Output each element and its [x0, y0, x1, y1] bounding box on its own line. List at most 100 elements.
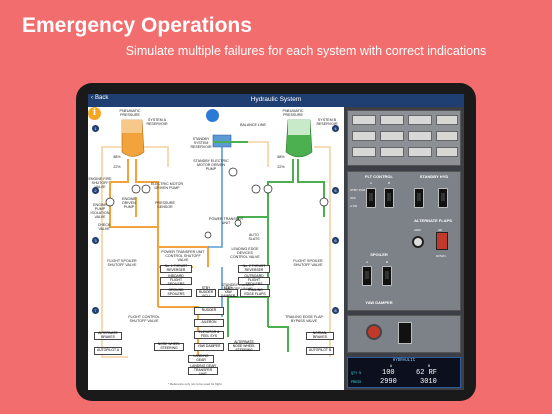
reservoir-a-air — [122, 120, 142, 133]
power-transfer-label: POWER TRANSFER UNIT — [209, 217, 243, 226]
aileron-box[interactable]: AILERON — [194, 319, 224, 327]
back-label: Back — [95, 95, 109, 101]
no1-thrust-reverser-box[interactable]: No. 1 THRUST REVERSER — [160, 264, 192, 273]
autopilot-b-box[interactable]: AUTOPILOT B — [306, 347, 334, 355]
annunciator-panel — [347, 110, 461, 166]
info-icon[interactable]: i — [88, 107, 101, 120]
callout-3[interactable]: 3 — [92, 237, 99, 244]
hydraulic-display: HYDRAULIC A B QTY % 100 62 RF PRESS 2990… — [347, 357, 461, 388]
callout-5[interactable]: 5 — [332, 187, 339, 194]
system-overview-icon[interactable] — [206, 109, 219, 122]
sys-a-reservoir-label: SYSTEM A RESERVOIR — [146, 118, 168, 127]
flight-spoiler-left-label: FLIGHT SPOILER SHUTOFF VALVE — [107, 259, 137, 268]
annunciator-light — [408, 131, 432, 141]
alt-flaps-title: ALTERNATE FLAPS — [414, 218, 452, 223]
spoiler-a-switch[interactable] — [362, 266, 372, 286]
alt-flaps-guard-cover[interactable] — [436, 232, 448, 250]
qty-label: QTY % — [351, 372, 362, 376]
flt-control-title: FLT CONTROL — [365, 174, 393, 179]
callout-7[interactable]: 7 — [92, 307, 99, 314]
callout-4[interactable]: 4 — [332, 125, 339, 132]
yaw-damper-switch[interactable] — [398, 322, 412, 344]
annunciator-light — [352, 131, 376, 141]
pct-b-top: 88% — [277, 155, 285, 159]
flt-control-a-switch[interactable] — [366, 188, 376, 208]
flight-control-label: FLIGHT CONTROL SHUTOFF VALVE — [128, 315, 160, 324]
auto-slats-label: AUTO SLATS — [248, 233, 260, 242]
annunciator-light — [436, 147, 458, 157]
outboard-spoilers-box[interactable]: OUTBOARD FLIGHT SPOILERS — [238, 275, 270, 286]
annunciator-light — [352, 147, 376, 157]
standby-reservoir-label: STANDBY SYSTEM RESERVOIR — [190, 137, 212, 150]
annunciator-light — [436, 131, 458, 141]
standby-pump-label: STANDBY ELECTRIC MOTOR DRIVEN PUMP — [193, 159, 229, 172]
landing-gear-box[interactable]: LANDING GEAR — [188, 354, 214, 363]
spoiler-b-switch[interactable] — [382, 266, 392, 286]
inboard-spoilers-box[interactable]: INBOARD FLIGHT SPOILERS — [160, 275, 192, 286]
alt-flaps-arm-guard[interactable] — [412, 236, 424, 248]
back-button[interactable]: ‹ Back — [91, 95, 108, 101]
annunciator-light — [436, 115, 458, 125]
annunciator-light — [380, 131, 404, 141]
hydraulic-diagram: i PNEUMATIC PRESSURE SYSTEM A RESERVOIR … — [88, 107, 344, 390]
pumps — [105, 167, 329, 239]
ptu-shutoff-label: POWER TRANSFER UNIT CONTROL SHUTOFF VALV… — [161, 250, 205, 263]
yaw-damper-warning-light — [366, 324, 382, 340]
diagram-footnote: * Reference only not to be used for flig… — [168, 382, 222, 386]
spoiler-a-label: A — [366, 260, 369, 264]
qty-a-value: 100 — [382, 369, 395, 377]
annunciator-light — [352, 115, 376, 125]
alt-nose-wheel-box[interactable]: ALTERNATE NOSE WHEEL STEERING — [228, 341, 260, 352]
alternate-brakes-box[interactable]: ALTERNATE BRAKES — [94, 331, 122, 340]
check-valve-label: CHECK VALVE — [97, 223, 111, 232]
pct-a-top: 88% — [113, 155, 121, 159]
standby-hyd-b-switch[interactable] — [438, 188, 448, 208]
yaw-damper-title: YAW DAMPER — [365, 300, 393, 305]
nav-bar: ‹ Back Hydraulic System — [88, 94, 464, 107]
callout-6[interactable]: 6 — [332, 237, 339, 244]
annunciator-light — [408, 115, 432, 125]
standby-hyd-a-switch[interactable] — [414, 188, 424, 208]
flight-spoiler-right-label: FLIGHT SPOILER SHUTOFF VALVE — [293, 259, 323, 268]
annunciator-light — [408, 147, 432, 157]
stby-yaw-damper-box[interactable]: STBY YAW DAMPER — [218, 287, 238, 298]
nose-wheel-box[interactable]: NOSE WHEEL STEERING — [154, 342, 184, 351]
yaw-damper-box[interactable]: YAW DAMPER — [194, 343, 224, 351]
callout-1[interactable]: 1 — [92, 125, 99, 132]
autopilot-a-box[interactable]: AUTOPILOT A — [94, 347, 122, 355]
spoiler-title: SPOILER — [370, 252, 388, 257]
up-label: UP — [438, 228, 443, 232]
qty-b-value: 62 RF — [416, 369, 438, 377]
pct-a-low: 22% — [113, 165, 121, 169]
flt-control-b-switch[interactable] — [384, 188, 394, 208]
chevron-left-icon: ‹ — [91, 95, 93, 101]
gear-transfer-box[interactable]: LANDING GEAR TRANSFER UNIT — [188, 365, 218, 376]
no2-thrust-reverser-box[interactable]: No. 2 THRUST REVERSER — [238, 264, 270, 273]
cockpit-panel: FLT CONTROL STANDBY HYD A B STBY RUD OFF… — [344, 107, 464, 390]
arm-label: ARM — [414, 228, 421, 232]
callout-2[interactable]: 2 — [92, 187, 99, 194]
hyd-col-b: B — [428, 365, 431, 369]
pneumatic-right-label: PNEUMATIC PRESSURE — [282, 109, 304, 118]
a-on-label: A ON — [350, 204, 358, 208]
standby-hyd-title: STANDBY HYD — [419, 174, 449, 179]
flt-a-label: A — [370, 181, 373, 185]
callout-8[interactable]: 8 — [332, 307, 339, 314]
screen-title: Hydraulic System — [250, 96, 302, 103]
rudder-box[interactable]: RUDDER — [194, 307, 224, 315]
flight-control-panel: FLT CONTROL STANDBY HYD A B STBY RUD OFF… — [347, 171, 461, 311]
electric-pump-label: ELECTRIC MOTOR DRIVEN PUMP — [150, 182, 184, 191]
annunciator-light — [380, 115, 404, 125]
off-label: OFF — [350, 196, 356, 200]
hydraulic-display-title: HYDRAULIC — [392, 359, 416, 363]
ground-spoilers-box[interactable]: GROUND SPOILERS — [160, 288, 192, 297]
stby-rudder-pcu-box[interactable]: STBY RUDDER PCU — [196, 287, 216, 298]
trailing-edge-flaps-box[interactable]: TRAILING EDGE FLAPS — [240, 288, 270, 297]
pneumatic-left-label: PNEUMATIC PRESSURE — [119, 109, 141, 118]
balance-line-label: BALANCE LINE — [240, 123, 266, 127]
normal-brakes-box[interactable]: NORMAL BRAKES — [306, 331, 334, 340]
leading-edge-label: LEADING EDGE DEVICES CONTROL VALVE — [230, 247, 260, 260]
engine-fire-shutoff-label: ENGINE FIRE SHUTOFF VALVE — [88, 177, 112, 190]
elevator-box[interactable]: ELEVATOR & FEEL SYS — [194, 330, 224, 339]
tablet-frame: ‹ Back Hydraulic System — [76, 83, 476, 401]
